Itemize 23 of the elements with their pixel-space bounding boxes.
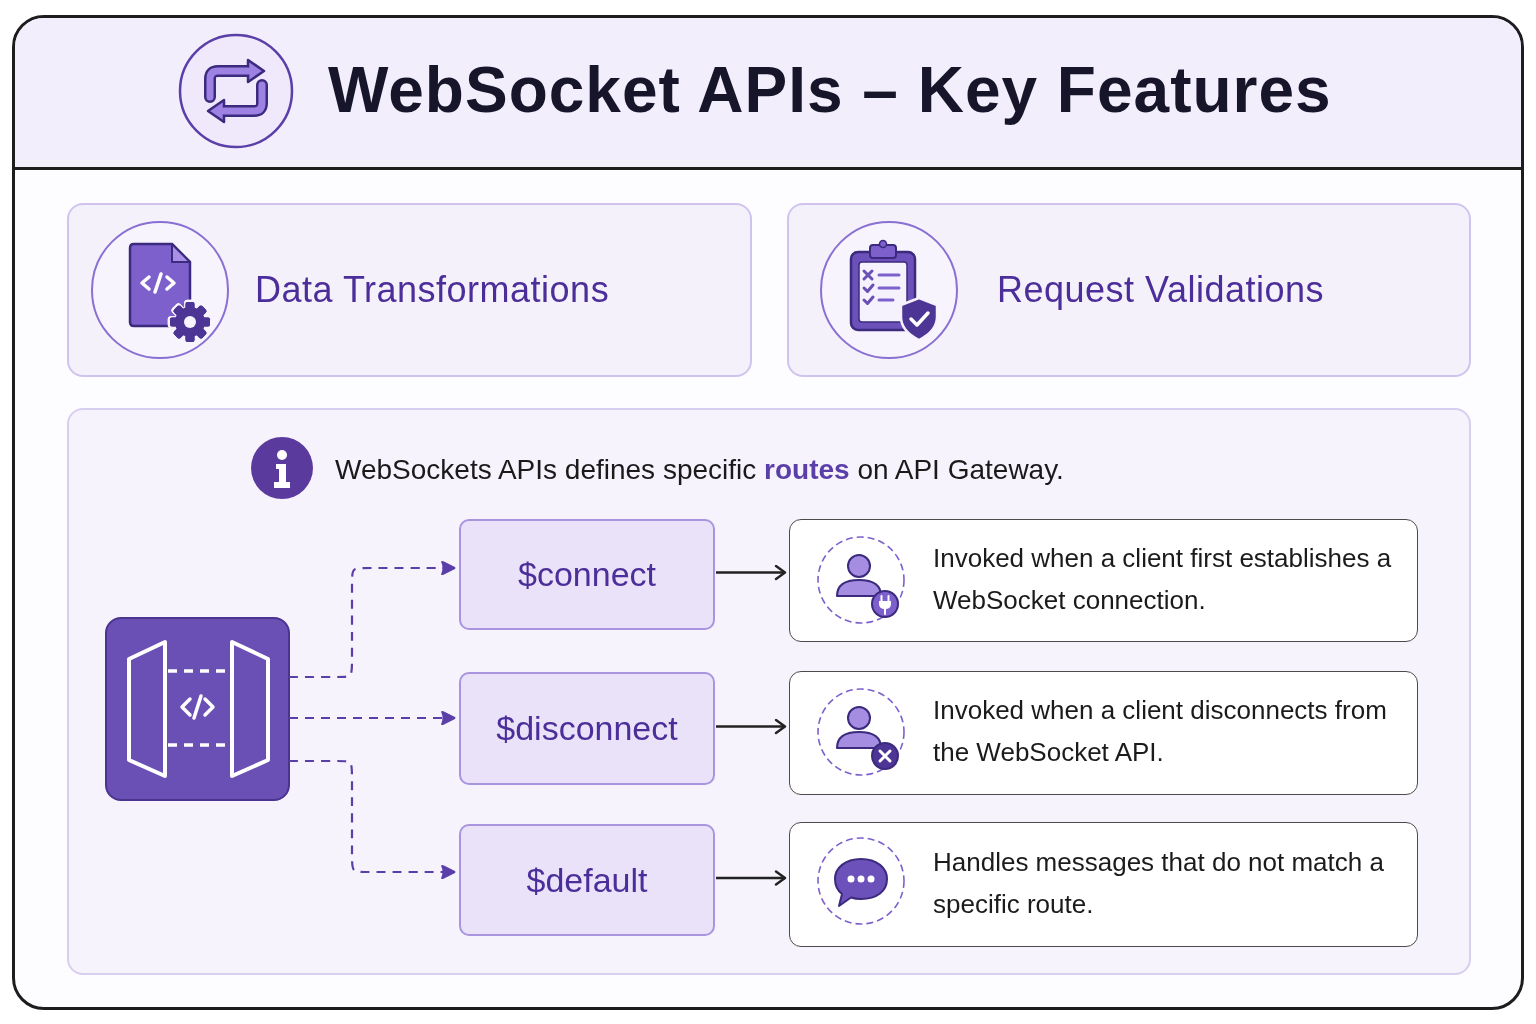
route-key: $connect [461, 555, 713, 594]
feature-title: Request Validations [997, 269, 1326, 311]
routes-panel [67, 408, 1471, 975]
arrow [716, 718, 787, 735]
feature-card [787, 203, 1471, 377]
route-box [459, 519, 715, 630]
description-card [789, 822, 1418, 947]
route-description: Handles messages that do not match a specific route. [933, 845, 1385, 921]
feature-card [67, 203, 752, 377]
title: WebSocket APIs – Key Features [328, 54, 1332, 128]
gateway-icon [105, 617, 290, 801]
route-description: Invoked when a client disconnects from the WebSocket API. [933, 694, 1388, 769]
description-card [789, 519, 1418, 642]
info-text: WebSockets APIs defines specific routes on API Gateway. [335, 454, 1065, 486]
route-box [459, 672, 715, 785]
arrow [716, 564, 787, 581]
route-box [459, 824, 715, 936]
description-card [789, 671, 1418, 795]
route-key: $default [461, 860, 713, 900]
route-key: $disconnect [461, 709, 713, 748]
feature-title: Data Transformations [255, 269, 611, 311]
arrow [716, 870, 787, 886]
route-description: Invoked when a client first establishes a WebSocket connection. [933, 541, 1393, 617]
